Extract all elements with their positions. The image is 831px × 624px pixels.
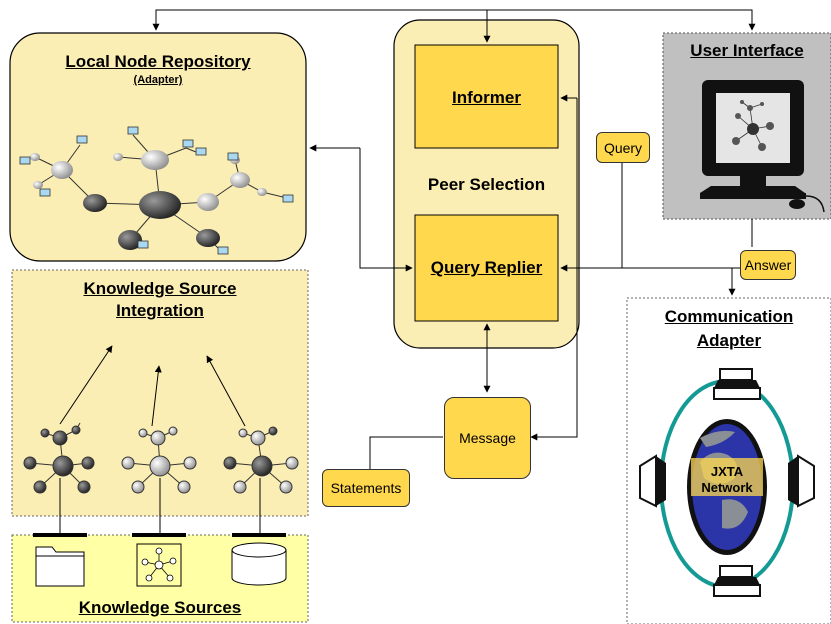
communication-adapter-title-line1: Communication <box>664 307 794 326</box>
integration-tree-3 <box>223 426 299 494</box>
answer-message: Answer <box>740 250 796 280</box>
informer-label: Informer <box>452 88 521 107</box>
integration-trees <box>23 422 299 494</box>
communication-adapter-title-line2: Adapter <box>696 331 762 350</box>
knowledge-source-integration-title-line1: Knowledge Source <box>83 279 237 298</box>
integration-tree-1 <box>23 422 95 494</box>
database-icon <box>231 542 287 586</box>
jxta-network-label-line1: JXTA <box>710 464 744 479</box>
peer-selection-label: Peer Selection <box>427 175 546 194</box>
informer-box <box>414 44 559 149</box>
query-replier-label: Query Replier <box>430 258 543 277</box>
repository-network-graph <box>19 126 294 255</box>
computer-icon <box>700 80 825 213</box>
message-box: Message <box>444 397 531 479</box>
jxta-network-icon <box>639 368 815 597</box>
network-document-icon <box>136 543 182 587</box>
local-node-repository-subtitle: (Adapter) <box>133 74 183 86</box>
local-node-repository-title: Local Node Repository <box>65 52 251 71</box>
network-terminal-right <box>788 454 815 508</box>
query-message: Query <box>596 132 650 163</box>
query-replier-box <box>414 214 559 322</box>
integration-tree-2 <box>121 426 197 494</box>
network-terminal-bottom <box>713 565 761 597</box>
knowledge-sources-title: Knowledge Sources <box>78 598 242 617</box>
network-terminal-left <box>639 454 666 508</box>
folder-icon <box>35 546 85 587</box>
statements-message: Statements <box>322 469 410 507</box>
connectors <box>59 9 756 534</box>
jxta-network-label-line2: Network <box>701 480 753 495</box>
user-interface-title: User Interface <box>690 41 804 60</box>
knowledge-source-integration-title-line2: Integration <box>116 301 204 320</box>
network-terminal-top <box>713 368 761 400</box>
